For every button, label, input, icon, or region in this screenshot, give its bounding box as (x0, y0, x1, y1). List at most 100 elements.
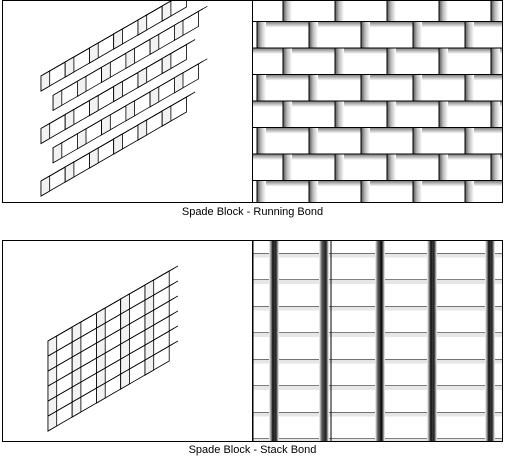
running-block-end (52, 142, 63, 164)
running-block-end (161, 1, 172, 22)
vertical-joint-shadow (427, 241, 437, 441)
joint-shadow-horizontal (335, 154, 387, 160)
running-block-end (64, 161, 75, 183)
running-bond-elevation-view (253, 1, 502, 202)
stack-bond-isometric-view (3, 241, 253, 441)
joint-shadow-horizontal (361, 21, 413, 28)
joint-shadow-horizontal (387, 101, 439, 107)
block-face (490, 47, 502, 75)
joint-shadow-horizontal (361, 74, 413, 81)
running-block-end (64, 108, 75, 131)
joint-shadow-vertical (283, 1, 292, 22)
stack-block-end (71, 321, 82, 343)
joint-shadow-horizontal (309, 21, 361, 28)
joint-shadow-vertical (413, 74, 422, 101)
running-block-end (125, 100, 135, 122)
joint-shadow-vertical (335, 48, 344, 75)
stack-block-end (144, 279, 155, 301)
joint-shadow-horizontal (465, 74, 502, 81)
joint-shadow-vertical (309, 127, 318, 154)
running-block-end (113, 133, 123, 155)
joint-shadow-horizontal (253, 101, 283, 107)
running-block-core (179, 41, 192, 49)
joint-shadow-horizontal (257, 127, 309, 134)
running-block-end (77, 128, 87, 150)
joint-shadow-vertical (491, 154, 500, 181)
joint-shadow-horizontal (439, 48, 491, 54)
joint-shadow-vertical (361, 127, 370, 154)
vertical-joint-shadow (375, 241, 385, 441)
joint-shadow-vertical (257, 180, 266, 202)
running-block-core (168, 1, 172, 3)
joint-shadow-horizontal (361, 127, 413, 134)
vertical-joint-shadow (485, 241, 495, 441)
joint-shadow-vertical (335, 154, 344, 181)
joint-shadow-horizontal (283, 48, 335, 54)
running-bond-isometric-view (3, 1, 253, 202)
joint-shadow-vertical (387, 154, 396, 181)
joint-shadow-horizontal (257, 180, 309, 187)
block-face (253, 1, 284, 22)
joint-shadow-vertical (413, 127, 422, 154)
joint-shadow-horizontal (309, 74, 361, 81)
running-block-end (89, 94, 99, 117)
joint-shadow-horizontal (335, 48, 387, 54)
joint-shadow-vertical (465, 127, 474, 154)
joint-shadow-horizontal (335, 101, 387, 107)
joint-shadow-vertical (387, 1, 396, 22)
joint-shadow-vertical (439, 101, 448, 128)
vertical-joint-shadow (269, 241, 279, 441)
joint-shadow-vertical (361, 74, 370, 101)
running-block-core (191, 60, 204, 69)
joint-shadow-horizontal (309, 180, 361, 187)
block-face (490, 153, 502, 181)
running-block-core (191, 8, 204, 16)
running-block-end (173, 72, 184, 94)
running-block-end (40, 175, 51, 197)
stack-bond-figure (2, 240, 503, 442)
running-block-end (113, 80, 123, 103)
joint-shadow-horizontal (387, 154, 439, 160)
joint-shadow-vertical (283, 101, 292, 128)
stack-bond-elevation-view (253, 241, 502, 441)
joint-shadow-horizontal (413, 127, 465, 134)
joint-shadow-horizontal (465, 127, 502, 134)
vertical-joint-shadow (319, 241, 329, 441)
joint-shadow-vertical (257, 127, 266, 154)
joint-shadow-vertical (491, 101, 500, 128)
joint-shadow-horizontal (465, 21, 502, 28)
joint-shadow-horizontal (413, 180, 465, 187)
joint-shadow-vertical (491, 48, 500, 75)
joint-shadow-horizontal (361, 180, 413, 187)
running-block-end (173, 19, 184, 41)
running-bond-figure (2, 0, 503, 203)
running-block-end (149, 86, 160, 108)
running-block-end (137, 66, 148, 89)
joint-shadow-vertical (283, 48, 292, 75)
joint-shadow-horizontal (283, 154, 335, 160)
running-block-end (40, 122, 51, 145)
joint-shadow-vertical (465, 74, 474, 101)
joint-shadow-vertical (309, 21, 318, 48)
joint-shadow-vertical (413, 180, 422, 202)
joint-shadow-vertical (387, 48, 396, 75)
running-block-end (125, 47, 135, 69)
joint-shadow-vertical (257, 21, 266, 48)
joint-shadow-horizontal (253, 48, 283, 54)
joint-shadow-vertical (439, 1, 448, 22)
joint-shadow-horizontal (465, 180, 502, 187)
running-block-end (101, 114, 111, 136)
joint-shadow-vertical (361, 180, 370, 202)
block-face (464, 180, 502, 202)
running-block-end (101, 61, 111, 83)
block-face (490, 100, 502, 128)
running-block-end (137, 14, 148, 36)
stack-block-end (96, 307, 106, 329)
joint-shadow-vertical (257, 74, 266, 101)
joint-shadow-horizontal (439, 101, 491, 107)
running-block-end (89, 42, 99, 64)
running-block-end (64, 56, 75, 78)
running-block-end (40, 70, 51, 92)
block-face (490, 1, 502, 22)
joint-shadow-vertical (491, 1, 500, 22)
